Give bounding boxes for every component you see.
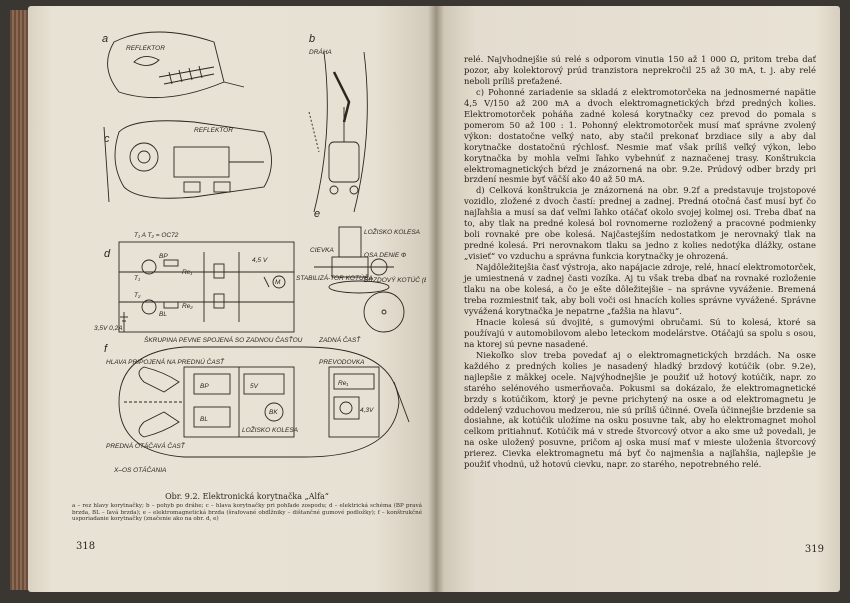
- caption-title: Obr. 9.2. Elektronická korytnačka „Alfa“: [165, 492, 329, 501]
- label-f-lozisko: LOŽISKO KOLESA: [242, 425, 298, 434]
- label-t1: T₁: [134, 275, 140, 282]
- label-c: c: [104, 133, 110, 145]
- open-book: a REFLEKTOR b DRÁHA c REFLEKTOR T₁ A T₂ …: [10, 6, 842, 596]
- label-e: e: [314, 208, 320, 220]
- label-osa: OSA DENIE Ф: [364, 252, 406, 259]
- page-number-right: 319: [804, 544, 824, 555]
- label-t2: T₂: [134, 292, 141, 299]
- label-bl: BL: [159, 311, 167, 318]
- figure-drawing: a REFLEKTOR b DRÁHA c REFLEKTOR T₁ A T₂ …: [94, 31, 435, 474]
- label-lozisko-kolesa: LOŽISKO KOLESA: [364, 227, 420, 236]
- label-f-bk: BK: [269, 409, 278, 416]
- paragraph: Hnacie kolesá sú dvojité, s gumovými obr…: [464, 316, 816, 349]
- label-prevodovka: PREVODOVKA: [319, 359, 365, 366]
- label-cievka: CIEVKA: [310, 247, 334, 254]
- label-f-re1: Re₁: [338, 380, 348, 387]
- page-number-left: 318: [76, 541, 96, 552]
- label-f: f: [104, 343, 108, 355]
- label-brzdovy-kotuc: BRZDOVÝ KOTÚČ (BK): [364, 275, 426, 284]
- label-b: b: [309, 33, 315, 45]
- paragraph: Niekoľko slov treba povedať aj o elektro…: [464, 349, 816, 470]
- paragraph: d) Celková konštrukcia je znázornená na …: [464, 185, 816, 262]
- label-re1: Re₁: [182, 269, 192, 276]
- label-reflektor-c: REFLEKTOR: [194, 127, 233, 134]
- label-d: d: [104, 248, 111, 260]
- label-transistors: T₁ A T₂ = OC72: [134, 232, 179, 239]
- label-predna: PREDNÁ OTÁČAVÁ ČASŤ: [106, 441, 186, 450]
- label-m: M: [275, 279, 281, 286]
- paragraph: relé. Najvhodnejšie sú relé s odporom vi…: [464, 54, 816, 86]
- figure-9-2: a REFLEKTOR b DRÁHA c REFLEKTOR T₁ A T₂ …: [64, 12, 435, 482]
- book-edge: [10, 10, 30, 590]
- label-a: a: [102, 33, 108, 45]
- paragraph: c) Pohonné zariadenie sa skladá z elektr…: [464, 86, 816, 185]
- label-f-v43: 4,3V: [360, 407, 374, 414]
- label-skrupina: ŠKRUPINA PEVNE SPOJENÁ SO ZADNOU ČASŤOU: [144, 335, 303, 344]
- label-stabilizator: STABILIZÁ-TOR KOTÚČA: [296, 273, 373, 282]
- left-page: a REFLEKTOR b DRÁHA c REFLEKTOR T₁ A T₂ …: [28, 6, 436, 592]
- label-bp: BP: [159, 253, 168, 260]
- right-page: relé. Najvhodnejšie sú relé s odporom vi…: [436, 6, 840, 592]
- label-reflektor-a: REFLEKTOR: [126, 45, 165, 52]
- body-text: relé. Najvhodnejšie sú relé s odporom vi…: [464, 54, 816, 470]
- label-f-bl: BL: [200, 416, 208, 423]
- label-hlava: HLAVA PRIPOJENÁ NA PREDNÚ ČASŤ: [106, 357, 225, 366]
- label-f-bp: BP: [200, 383, 209, 390]
- label-draha: DRÁHA: [309, 47, 332, 56]
- caption-text: a – rez hlavy korytnačky; b – pohyb po d…: [72, 503, 422, 523]
- label-zadna-cast: ZADNÁ ČASŤ: [318, 335, 361, 344]
- label-re2: Re₂: [182, 303, 193, 310]
- paragraph: Najdôležitejšia časť výstroja, ako napáj…: [464, 262, 816, 316]
- label-f-sv: 5V: [250, 383, 259, 390]
- figure-caption: Obr. 9.2. Elektronická korytnačka „Alfa“…: [72, 492, 422, 523]
- label-voltage-35: 3,5V 0,2A: [94, 325, 123, 332]
- label-xos: X–OS OTÁČANIA: [113, 465, 166, 474]
- book-spine: [428, 6, 444, 592]
- label-voltage-45: 4,5 V: [252, 257, 268, 264]
